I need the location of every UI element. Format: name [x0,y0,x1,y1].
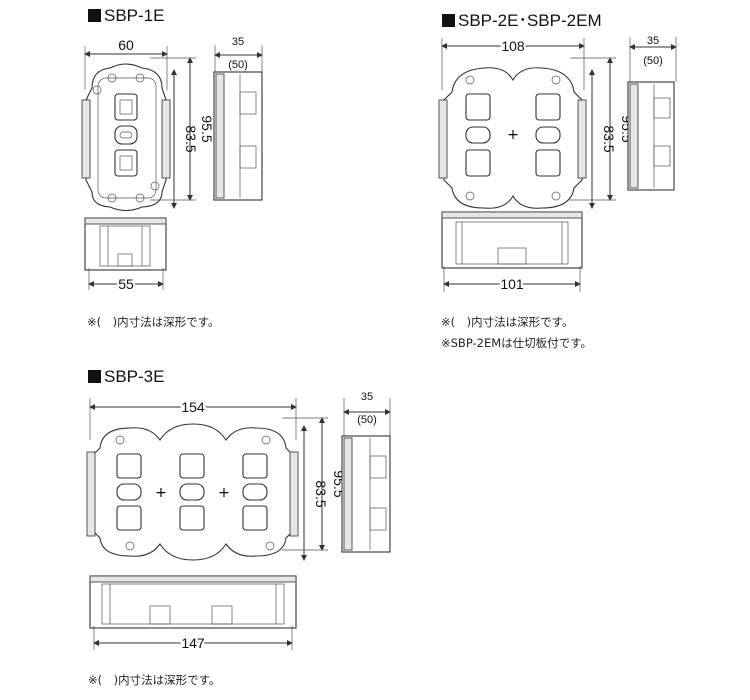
note-sbp-2e: ※( )内寸法は深形です。 [441,315,574,329]
title-text: SBP-1E [104,6,165,25]
dim-depth-deep-sbp-3e: (50) [357,414,377,426]
dim-height-outer-sbp-1e: 95.5 [199,115,215,142]
dim-depth-sbp-2e: 35 [647,35,659,47]
sbp-2e-front-view: 108 + 83.5 95.5 [438,36,635,209]
sbp-3e-front-view: 154 + + 83.5 95.5 [86,397,347,561]
dim-height-inner-sbp-3e: 83.5 [313,480,329,507]
dim-width-sbp-1e: 60 [118,37,134,53]
sbp-2e-bottom-view: 101 [441,211,583,294]
title-sbp-2e: SBP-2E･SBP-2EM [442,6,602,31]
dim-depth-deep-sbp-1e: (50) [228,59,248,71]
dim-height-inner-sbp-1e: 83.5 [183,125,199,152]
dim-inner-width-sbp-1e: 55 [118,276,134,292]
square-bullet-icon [442,14,455,27]
note-sbp-3e: ※( )内寸法は深形です。 [88,673,221,687]
sbp-1e-side-view: 35 (50) [213,36,263,201]
note-sbp-1e: ※( )内寸法は深形です。 [87,315,220,329]
square-bullet-icon [88,9,101,22]
title-text: SBP-3E [104,367,165,386]
sbp-2e-side-view: 35 (50) [627,35,677,191]
title-sbp-3e: SBP-3E [88,367,164,387]
dim-height-inner-sbp-2e: 83.5 [601,125,617,152]
title-text: SBP-2E･SBP-2EM [458,11,602,30]
dim-width-sbp-2e: 108 [501,38,525,54]
dim-depth-sbp-1e: 35 [232,36,244,48]
dim-width-sbp-3e: 154 [181,399,205,415]
dim-depth-deep-sbp-2e: (50) [643,55,663,67]
sbp-1e-bottom-view: 55 [84,217,167,294]
sbp-3e-bottom-view: 147 [89,575,297,653]
plus-mark-icon: + [507,127,519,143]
note2-sbp-2e: ※SBP-2EMは仕切板付です。 [441,336,593,350]
square-bullet-icon [88,370,101,383]
plus-mark-icon: + [155,485,167,501]
dim-depth-sbp-3e: 35 [361,391,373,403]
sbp-1e-front-view: 60 83.5 95.5 [81,37,215,212]
plus-mark-icon: + [218,485,230,501]
title-sbp-1e: SBP-1E [88,6,164,26]
dim-inner-width-sbp-2e: 101 [500,276,524,292]
sbp-3e-side-view: 35 (50) [341,391,391,553]
dim-inner-width-sbp-3e: 147 [181,635,205,651]
